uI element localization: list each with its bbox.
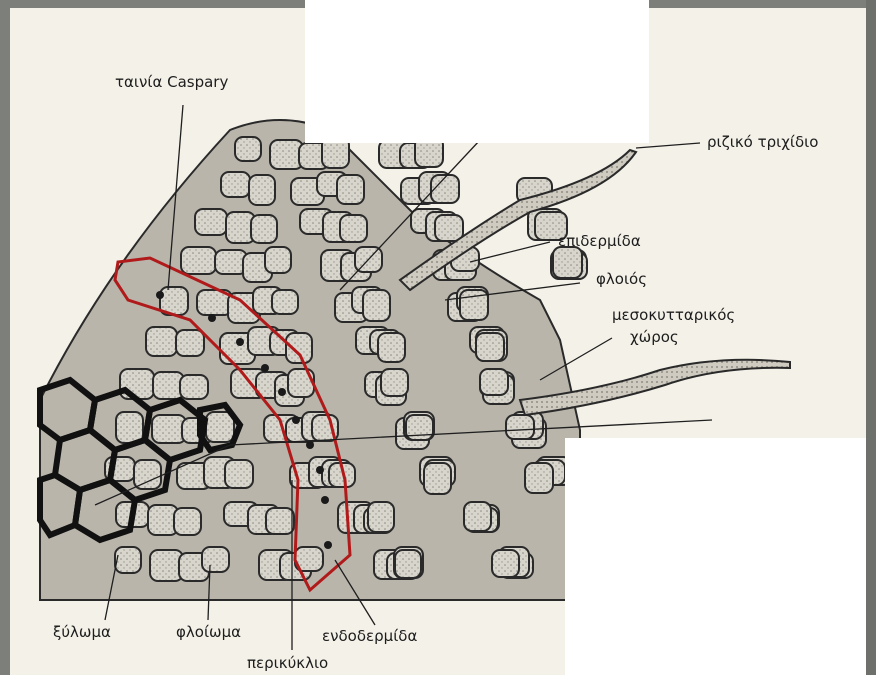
label-epidermis: επιδερμίδα bbox=[558, 234, 641, 249]
cell bbox=[266, 508, 294, 534]
cell bbox=[378, 333, 405, 362]
cell bbox=[134, 460, 161, 489]
label-root-hair: ριζικό τριχίδιο bbox=[707, 135, 818, 150]
cell bbox=[251, 215, 277, 243]
cell bbox=[506, 415, 534, 439]
cell bbox=[265, 247, 291, 273]
cell bbox=[476, 333, 504, 361]
cell bbox=[195, 209, 227, 235]
label-intercellular-space-line2: χώρος bbox=[630, 330, 679, 345]
label-intercellular-space-line1: μεσοκυτταρικός bbox=[612, 308, 735, 323]
cell bbox=[395, 550, 421, 578]
label-cortex: φλοιός bbox=[596, 272, 647, 287]
cell bbox=[115, 547, 141, 573]
whiteout-bottom-right bbox=[565, 438, 876, 675]
label-phloem: φλοίωμα bbox=[176, 625, 241, 640]
label-xylem: ξύλωμα bbox=[53, 625, 111, 640]
cell bbox=[146, 327, 177, 356]
cell bbox=[120, 369, 154, 399]
cell bbox=[480, 369, 508, 395]
cell bbox=[174, 508, 201, 535]
cell bbox=[464, 502, 491, 531]
label-casparian-strip: ταινία Caspary bbox=[115, 75, 228, 90]
cell bbox=[525, 463, 553, 493]
cell bbox=[337, 175, 364, 204]
label-endodermis: ενδοδερμίδα bbox=[322, 629, 417, 644]
cell bbox=[176, 330, 204, 356]
cell bbox=[435, 215, 463, 241]
cell bbox=[235, 137, 261, 161]
cell bbox=[363, 290, 390, 321]
cell bbox=[492, 550, 519, 577]
whiteout-top bbox=[305, 0, 649, 143]
cell bbox=[225, 460, 253, 488]
cell bbox=[206, 412, 234, 442]
cell bbox=[288, 369, 314, 397]
cell bbox=[249, 175, 275, 205]
cell bbox=[553, 247, 582, 278]
cell bbox=[221, 172, 250, 197]
cell bbox=[340, 215, 367, 242]
cell bbox=[286, 333, 312, 363]
cell bbox=[368, 502, 394, 532]
label-pericycle: περικύκλιο bbox=[247, 656, 328, 671]
page-edge bbox=[866, 0, 876, 675]
cell bbox=[181, 247, 216, 274]
cell bbox=[424, 463, 451, 494]
cell bbox=[272, 290, 298, 314]
cell bbox=[116, 412, 143, 443]
cell bbox=[431, 175, 459, 203]
cell bbox=[180, 375, 208, 399]
cell bbox=[152, 415, 186, 443]
cell bbox=[202, 547, 229, 572]
cell bbox=[381, 369, 408, 396]
